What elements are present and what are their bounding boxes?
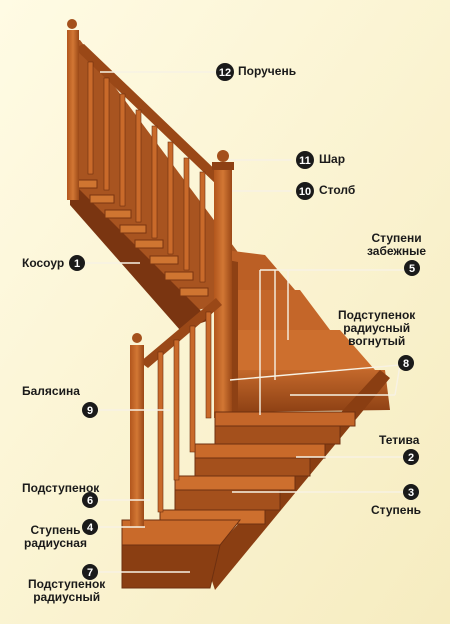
label-stolb: Столб bbox=[319, 183, 356, 197]
badge-11-number: 11 bbox=[299, 155, 311, 167]
badge-1-number: 1 bbox=[74, 258, 80, 270]
label-stupeni-zabezhnye-line2: забежные bbox=[367, 244, 427, 258]
badge-2-number: 2 bbox=[408, 452, 414, 464]
lower-balustrade bbox=[130, 298, 222, 527]
badge-9: 9 bbox=[82, 402, 98, 418]
label-poruchen: Поручень bbox=[238, 64, 297, 78]
badge-1: 1 bbox=[69, 255, 85, 271]
badge-7-number: 7 bbox=[87, 567, 93, 579]
badge-8-number: 8 bbox=[403, 358, 409, 370]
upper-balustrade bbox=[67, 19, 226, 283]
badge-7: 7 bbox=[82, 564, 98, 580]
label-balyasina: Балясина bbox=[22, 384, 80, 398]
badge-5: 5 bbox=[404, 260, 420, 276]
label-podstupenok-radiusny-line1: Подступенок bbox=[28, 577, 106, 591]
label-podstupenok-vognuty-line3: вогнутый bbox=[348, 334, 406, 348]
badge-2: 2 bbox=[403, 449, 419, 465]
badge-10: 10 bbox=[296, 182, 314, 200]
badge-11: 11 bbox=[296, 151, 314, 169]
badge-6: 6 bbox=[82, 492, 98, 508]
badge-4: 4 bbox=[82, 519, 98, 535]
label-stupeni-zabezhnye-line1: Ступени bbox=[371, 231, 422, 245]
lower-flight bbox=[121, 370, 390, 590]
leader-lines bbox=[84, 71, 405, 573]
badge-5-number: 5 bbox=[409, 263, 415, 275]
label-stupen-radiusnaya-line2: радиусная bbox=[24, 536, 87, 550]
badge-6-number: 6 bbox=[87, 495, 93, 507]
winder-steps bbox=[225, 250, 390, 412]
label-podstupenok-vognuty: Подступенок радиусный вогнутый bbox=[338, 309, 415, 348]
label-podstupenok: Подступенок bbox=[22, 481, 100, 495]
label-podstupenok-radiusny-line2: радиусный bbox=[33, 590, 101, 604]
badge-10-number: 10 bbox=[299, 186, 311, 198]
badge-12: 12 bbox=[216, 63, 234, 81]
badge-3: 3 bbox=[403, 484, 419, 500]
badge-12-number: 12 bbox=[219, 67, 231, 79]
newel-post bbox=[212, 150, 234, 418]
badge-8: 8 bbox=[398, 355, 414, 371]
label-stupen-radiusnaya: Ступень радиусная bbox=[24, 524, 87, 550]
label-podstupenok-radiusny: Подступенок радиусный bbox=[28, 578, 105, 604]
label-podstupenok-vognuty-line1: Подступенок bbox=[338, 308, 416, 322]
label-stupen: Ступень bbox=[371, 503, 422, 517]
label-stupen-radiusnaya-line1: Ступень bbox=[30, 523, 81, 537]
label-stupeni-zabezhnye: Ступени забежные bbox=[367, 232, 426, 258]
label-kosour: Косоур bbox=[22, 256, 65, 270]
badge-9-number: 9 bbox=[87, 405, 93, 417]
label-tetiva: Тетива bbox=[379, 433, 420, 447]
label-podstupenok-vognuty-line2: радиусный bbox=[343, 321, 411, 335]
badge-3-number: 3 bbox=[408, 487, 414, 499]
badge-4-number: 4 bbox=[87, 522, 94, 534]
label-shar: Шар bbox=[319, 152, 346, 166]
